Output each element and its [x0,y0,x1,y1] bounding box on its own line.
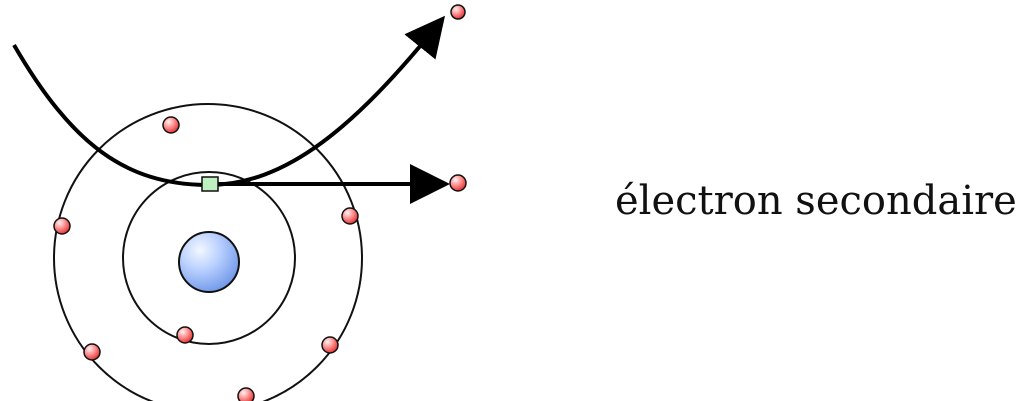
secondary-electron-label: électron secondaire [615,178,1017,224]
primary-particle-path [12,15,446,188]
outer-shell [53,103,363,401]
outer-electron-bottom-right [321,336,339,354]
inner-shell [122,171,296,345]
nucleus [178,231,240,293]
nucleus-group [178,231,240,293]
ejected-electron-top [450,4,466,20]
outer-electron-bottom-left [83,343,101,361]
shells [53,103,363,401]
ejected-electron-secondary [449,174,467,192]
outer-electron-left [53,217,71,235]
outer-electron-top [162,116,180,134]
inner-electron-bottom [176,326,194,344]
outer-electron-right [341,207,359,225]
incident-particle-path [12,15,446,188]
impact-marker [201,176,219,192]
outer-electron-bottom [237,387,255,401]
impact-group [201,176,219,192]
electrons [53,4,467,401]
